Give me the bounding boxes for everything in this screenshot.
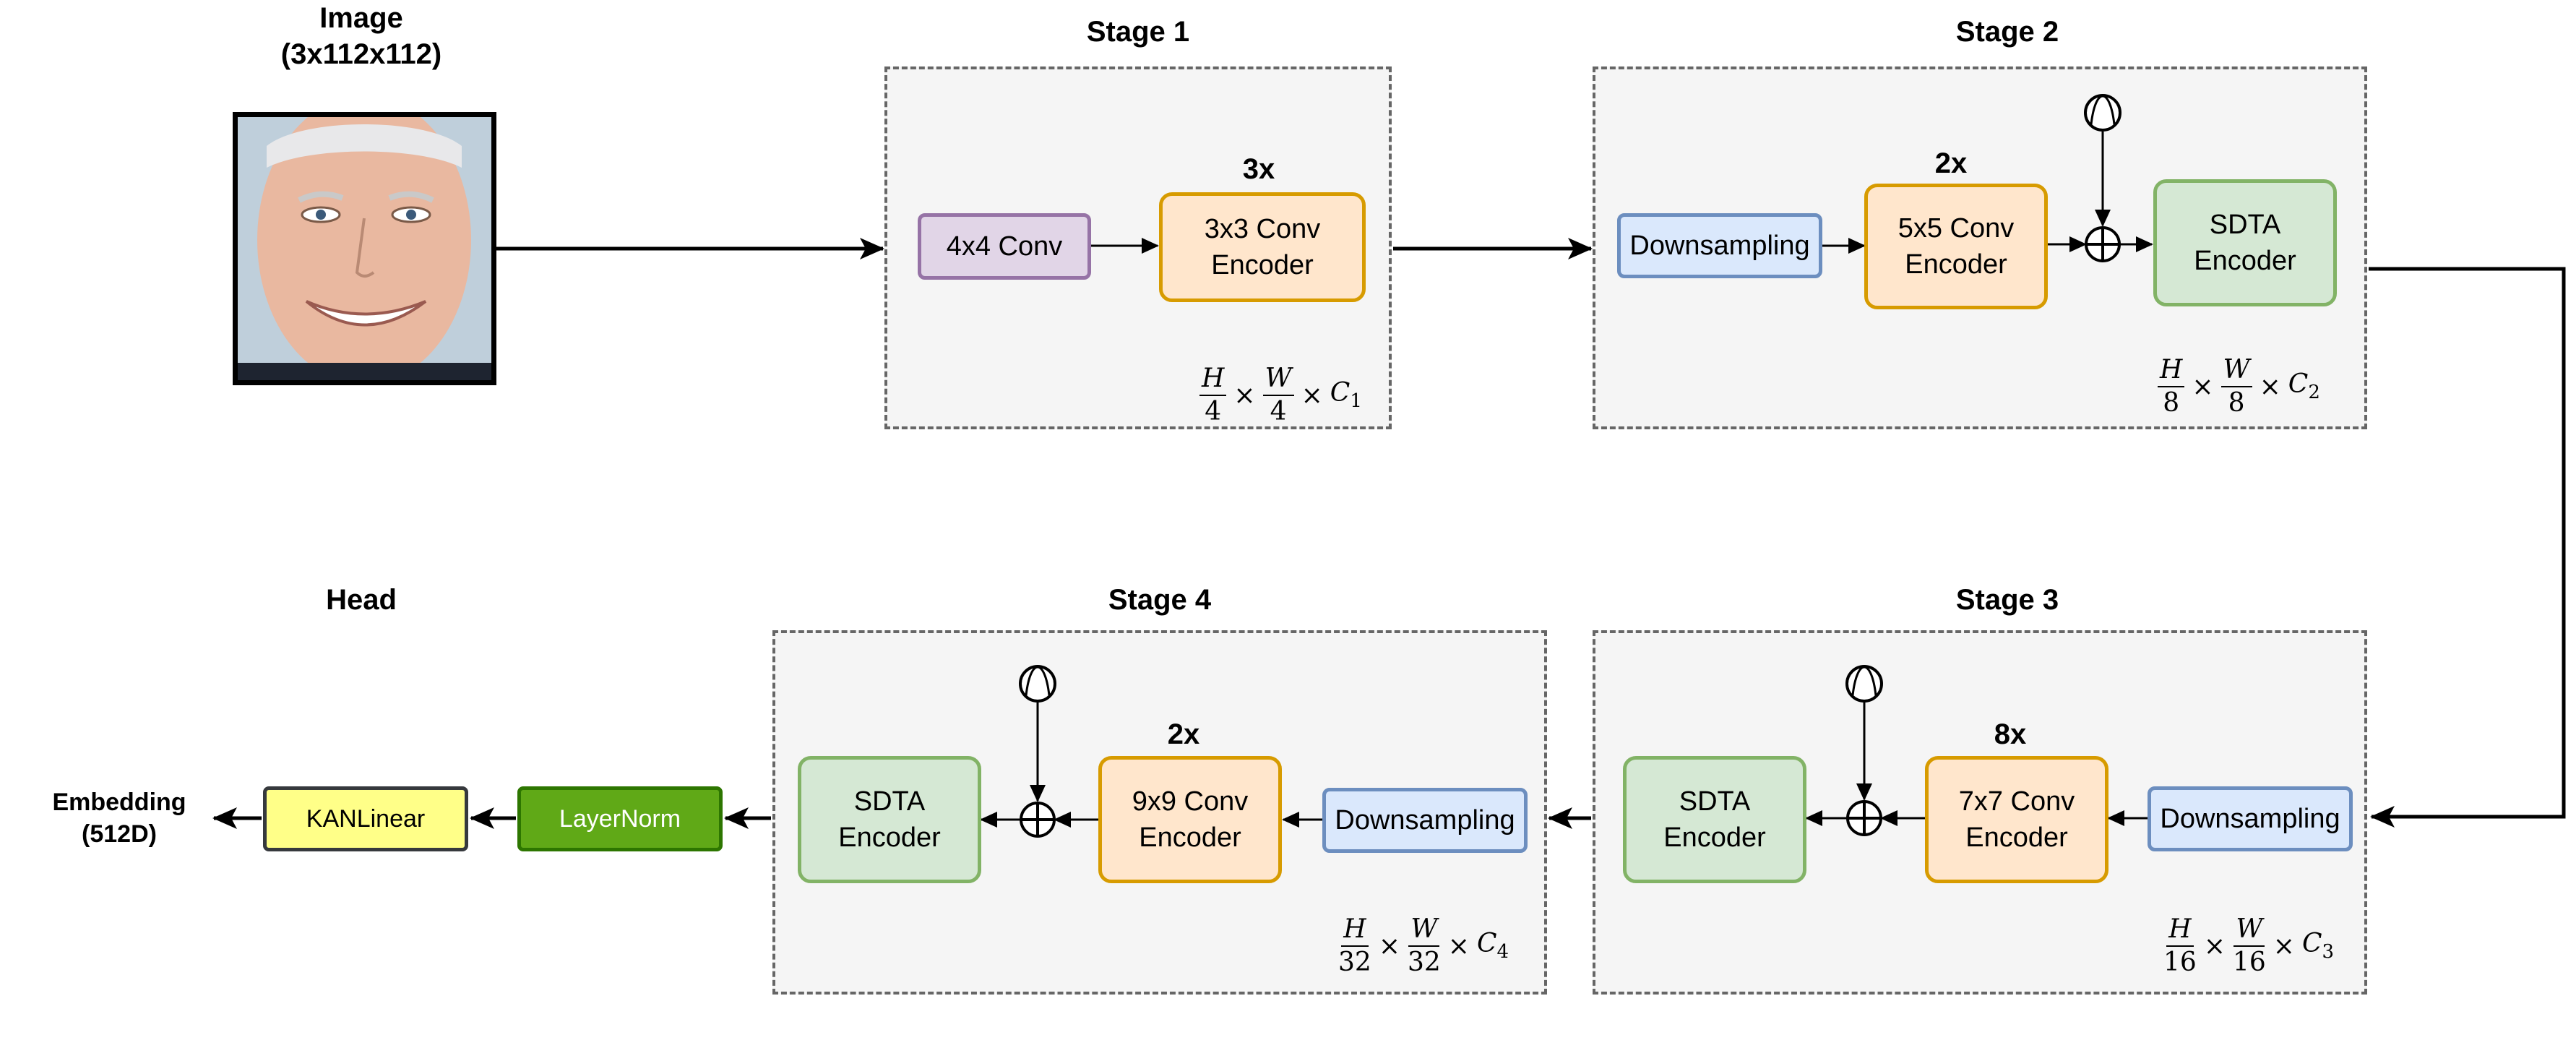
stage-4-conv-encoder-block: 9x9 Conv Encoder bbox=[1098, 756, 1282, 883]
layernorm-block: LayerNorm bbox=[517, 786, 723, 851]
stage-1-repeat: 3x bbox=[1242, 153, 1275, 185]
add-circle-icon bbox=[1846, 800, 1882, 836]
kanlinear-block: KANLinear bbox=[263, 786, 468, 851]
stem-4x4-conv-block: 4x4 Conv bbox=[918, 213, 1091, 280]
stage-3-sdta-encoder-block: SDTA Encoder bbox=[1623, 756, 1806, 883]
head-title: Head bbox=[326, 584, 397, 616]
stage-2-title: Stage 2 bbox=[1955, 16, 2059, 48]
stage-1-conv-encoder-block: 3x3 Conv Encoder bbox=[1159, 192, 1366, 302]
face-photo-illustration bbox=[238, 117, 491, 380]
stage-1-title: Stage 1 bbox=[1086, 16, 1190, 48]
stage-3-conv-encoder-block: 7x7 Conv Encoder bbox=[1925, 756, 2108, 883]
sinusoid-icon bbox=[2084, 94, 2121, 132]
stage-3-repeat: 8x bbox=[1994, 718, 2027, 750]
image-title: Image (3x112x112) bbox=[280, 2, 442, 70]
stage-4-repeat: 2x bbox=[1167, 718, 1200, 750]
stage-3-downsampling-block: Downsampling bbox=[2148, 786, 2353, 851]
stage-2-downsampling-block: Downsampling bbox=[1617, 213, 1822, 278]
face-photo bbox=[233, 112, 496, 385]
add-circle-icon bbox=[2085, 226, 2121, 262]
add-circle-icon bbox=[1020, 802, 1056, 838]
sinusoid-icon bbox=[1845, 665, 1883, 703]
stage-3-title: Stage 3 bbox=[1955, 584, 2059, 616]
embedding-output-label: Embedding (512D) bbox=[52, 789, 186, 848]
stage-2-conv-encoder-block: 5x5 Conv Encoder bbox=[1864, 184, 2048, 309]
stage-2-repeat: 2x bbox=[1934, 147, 1968, 179]
stage-4-downsampling-block: Downsampling bbox=[1322, 788, 1528, 853]
arrow-stage2-to-stage3 bbox=[2369, 267, 2566, 828]
sinusoid-icon bbox=[1019, 665, 1056, 703]
stage-4-sdta-encoder-block: SDTA Encoder bbox=[798, 756, 981, 883]
stage-2-sdta-encoder-block: SDTA Encoder bbox=[2153, 179, 2337, 306]
stage-4-title: Stage 4 bbox=[1108, 584, 1212, 616]
